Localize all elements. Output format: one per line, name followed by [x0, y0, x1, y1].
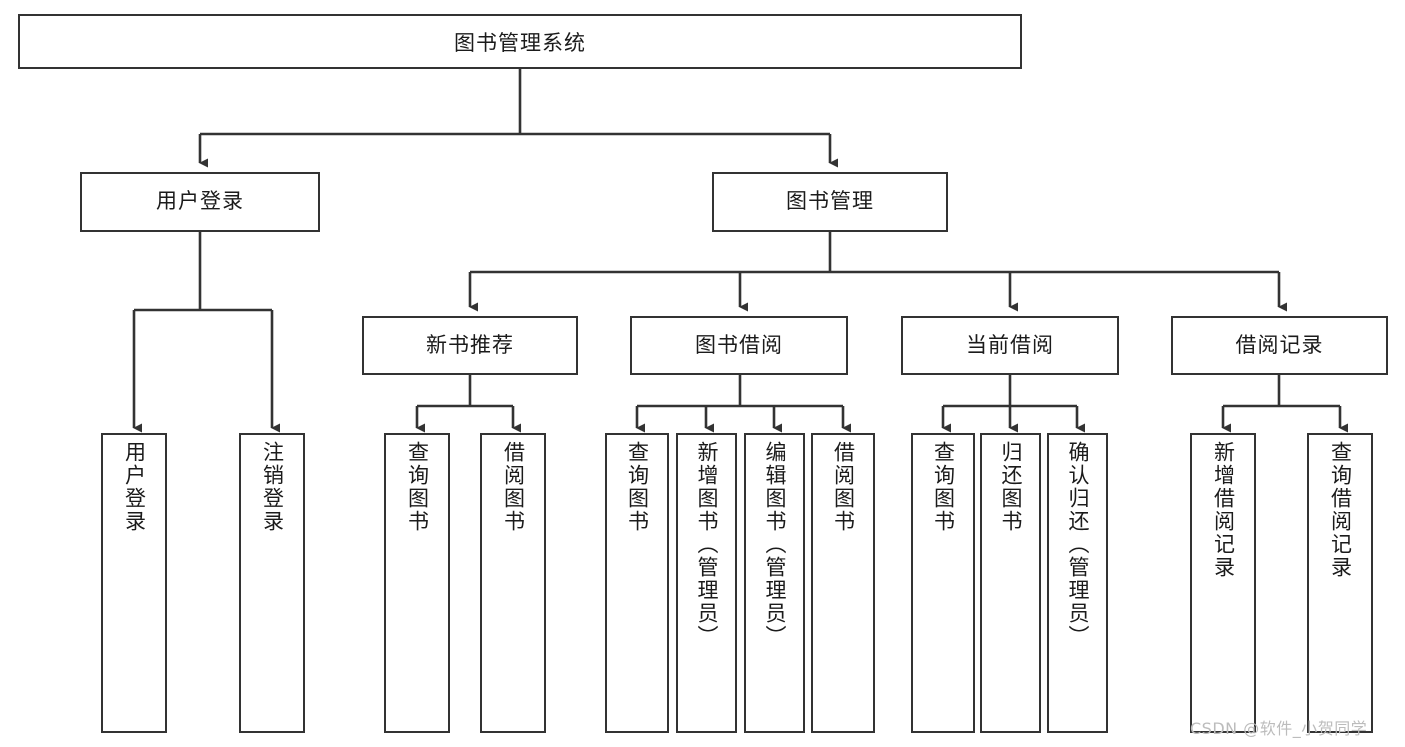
node-leaf-query-book-3[interactable]: 查询图书	[911, 433, 975, 733]
node-leaf-borrow-book-1[interactable]: 借阅图书	[480, 433, 546, 733]
node-leaf-borrow-book-2-label: 借阅图书	[831, 441, 856, 533]
node-book-manage[interactable]: 图书管理	[712, 172, 948, 232]
node-leaf-query-record[interactable]: 查询借阅记录	[1307, 433, 1373, 733]
node-leaf-logout-login[interactable]: 注销登录	[239, 433, 305, 733]
node-leaf-add-record-label: 新增借阅记录	[1211, 441, 1236, 579]
node-leaf-query-book-3-label: 查询图书	[931, 441, 956, 533]
node-new-book-recommend[interactable]: 新书推荐	[362, 316, 578, 375]
node-book-borrow-label: 图书借阅	[695, 332, 783, 357]
node-leaf-confirm-return-label: 确认归还（管理员）	[1065, 441, 1090, 648]
node-leaf-query-book-2[interactable]: 查询图书	[605, 433, 669, 733]
node-leaf-add-book[interactable]: 新增图书（管理员）	[676, 433, 737, 733]
node-leaf-edit-book[interactable]: 编辑图书（管理员）	[744, 433, 805, 733]
node-new-book-recommend-label: 新书推荐	[426, 332, 514, 357]
node-root-label: 图书管理系统	[454, 30, 586, 55]
node-leaf-query-book-2-label: 查询图书	[625, 441, 650, 533]
node-leaf-borrow-book-1-label: 借阅图书	[501, 441, 526, 533]
node-leaf-return-book-label: 归还图书	[998, 441, 1023, 533]
node-leaf-confirm-return[interactable]: 确认归还（管理员）	[1047, 433, 1108, 733]
node-leaf-logout-login-label: 注销登录	[260, 441, 285, 533]
node-leaf-return-book[interactable]: 归还图书	[980, 433, 1041, 733]
node-book-manage-label: 图书管理	[786, 189, 874, 214]
node-leaf-query-book-1-label: 查询图书	[405, 441, 430, 533]
node-leaf-edit-book-label: 编辑图书（管理员）	[762, 441, 787, 648]
node-leaf-query-book-1[interactable]: 查询图书	[384, 433, 450, 733]
node-root[interactable]: 图书管理系统	[18, 14, 1022, 69]
node-leaf-borrow-book-2[interactable]: 借阅图书	[811, 433, 875, 733]
node-leaf-add-record[interactable]: 新增借阅记录	[1190, 433, 1256, 733]
node-current-borrow[interactable]: 当前借阅	[901, 316, 1119, 375]
node-leaf-user-login[interactable]: 用户登录	[101, 433, 167, 733]
node-leaf-user-login-label: 用户登录	[122, 441, 147, 533]
node-leaf-add-book-label: 新增图书（管理员）	[694, 441, 719, 648]
node-book-borrow[interactable]: 图书借阅	[630, 316, 848, 375]
node-leaf-query-record-label: 查询借阅记录	[1328, 441, 1353, 579]
node-user-login-label: 用户登录	[156, 189, 244, 214]
csdn-watermark: CSDN @软件_小贺同学	[1190, 719, 1368, 738]
node-borrow-record[interactable]: 借阅记录	[1171, 316, 1388, 375]
node-user-login[interactable]: 用户登录	[80, 172, 320, 232]
node-current-borrow-label: 当前借阅	[966, 332, 1054, 357]
node-borrow-record-label: 借阅记录	[1235, 332, 1324, 357]
